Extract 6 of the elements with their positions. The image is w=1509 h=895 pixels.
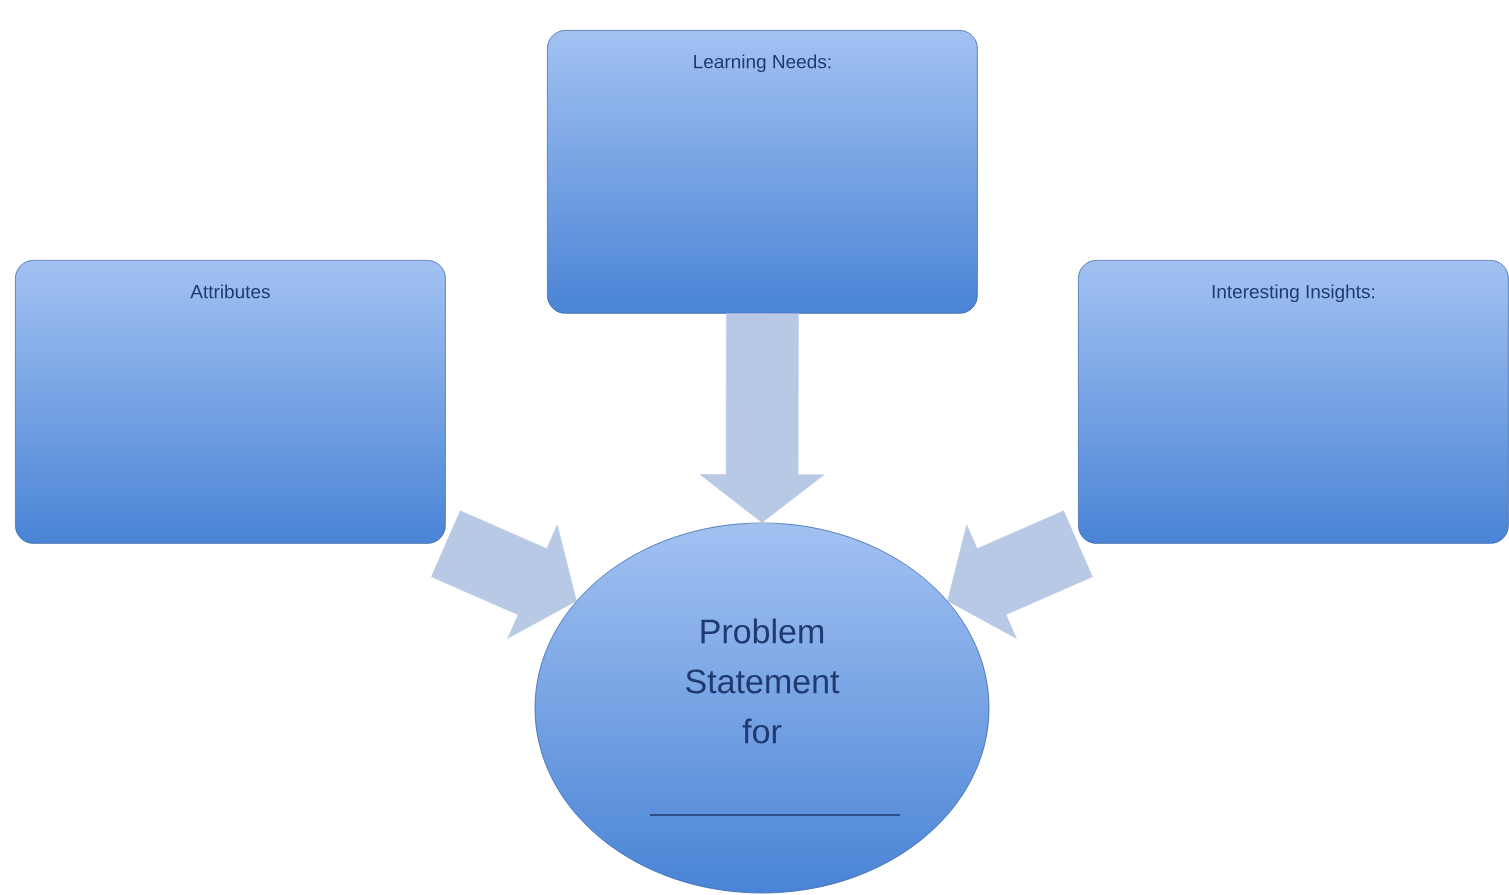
process-box: Learning Needs: xyxy=(547,30,978,314)
block-arrow xyxy=(431,510,577,639)
block-arrow xyxy=(699,313,825,523)
process-box: Attributes xyxy=(15,260,446,544)
process-box: Interesting Insights: xyxy=(1078,260,1509,544)
block-arrow xyxy=(947,510,1093,639)
